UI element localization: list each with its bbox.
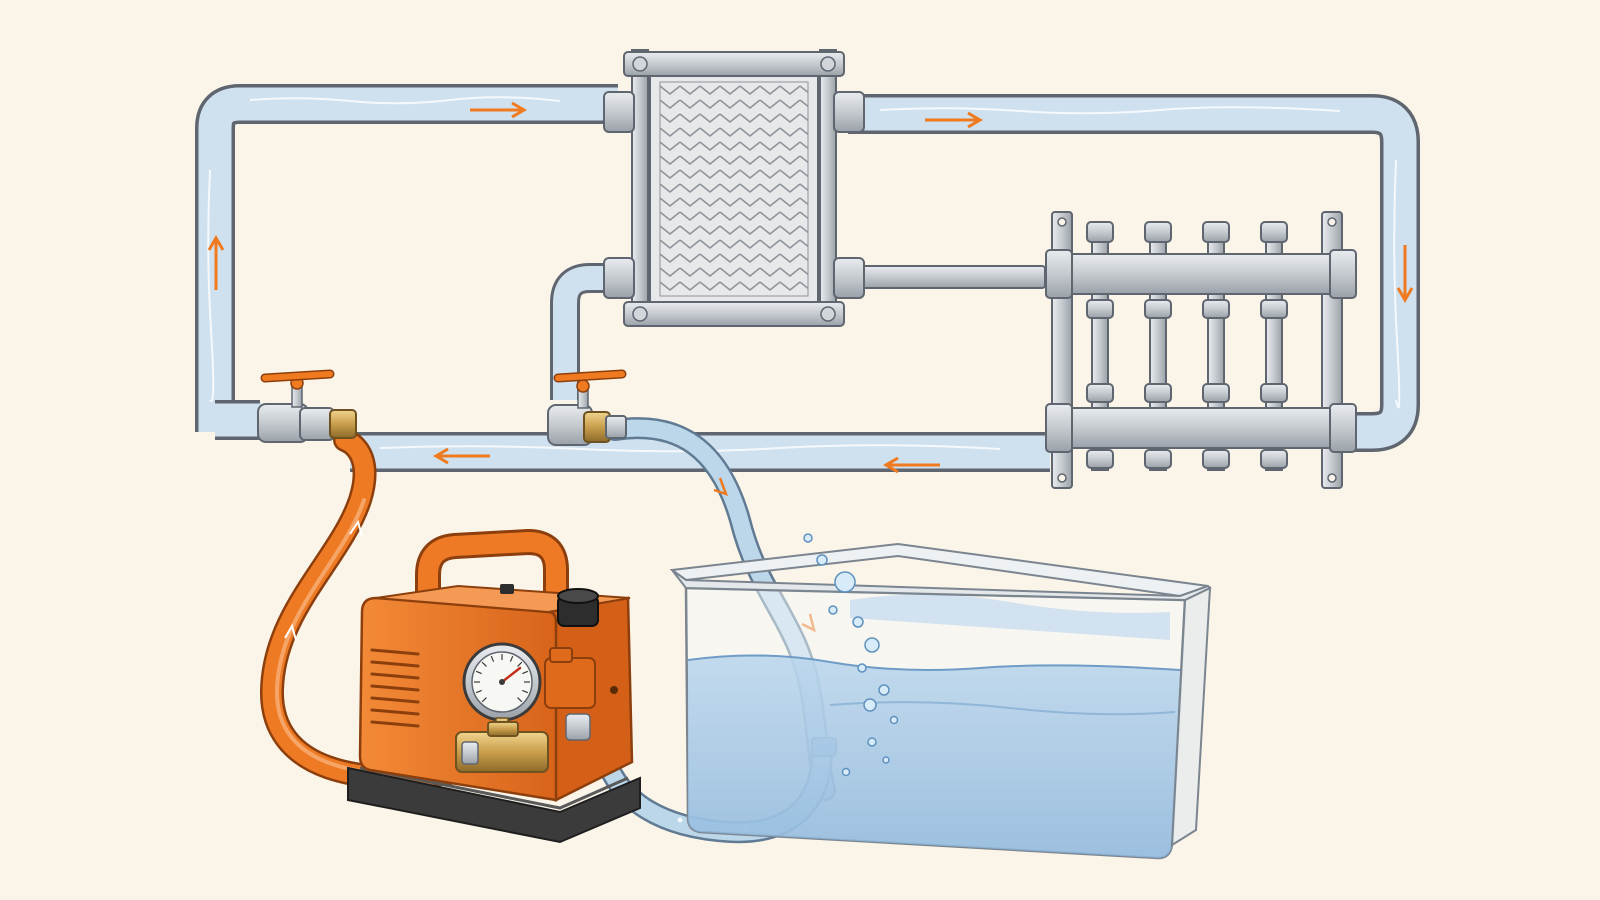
flow-arrow-icon [925,111,983,129]
ball-valve-right [547,369,627,446]
flow-arrow-icon [433,447,490,465]
flush-pump-icon [347,529,641,844]
plate-heat-exchanger-icon [603,49,865,327]
manifold-nut [1202,221,1230,469]
manifold-nut [1260,221,1288,469]
flow-arrow-icon [883,456,940,474]
manifold-nut [1086,221,1114,469]
manifold-nut [1144,221,1172,469]
flow-arrows [207,101,1414,474]
pipe-hx-to-manifold [844,265,1046,289]
underfloor-manifold-icon [1045,211,1357,489]
flow-arrow-icon [207,235,225,290]
ball-valve-left [257,369,357,443]
flow-arrow-icon [470,101,527,119]
water-tank-icon [669,533,1212,860]
flow-arrow-icon [1396,245,1414,303]
gauge-icon [462,642,542,733]
